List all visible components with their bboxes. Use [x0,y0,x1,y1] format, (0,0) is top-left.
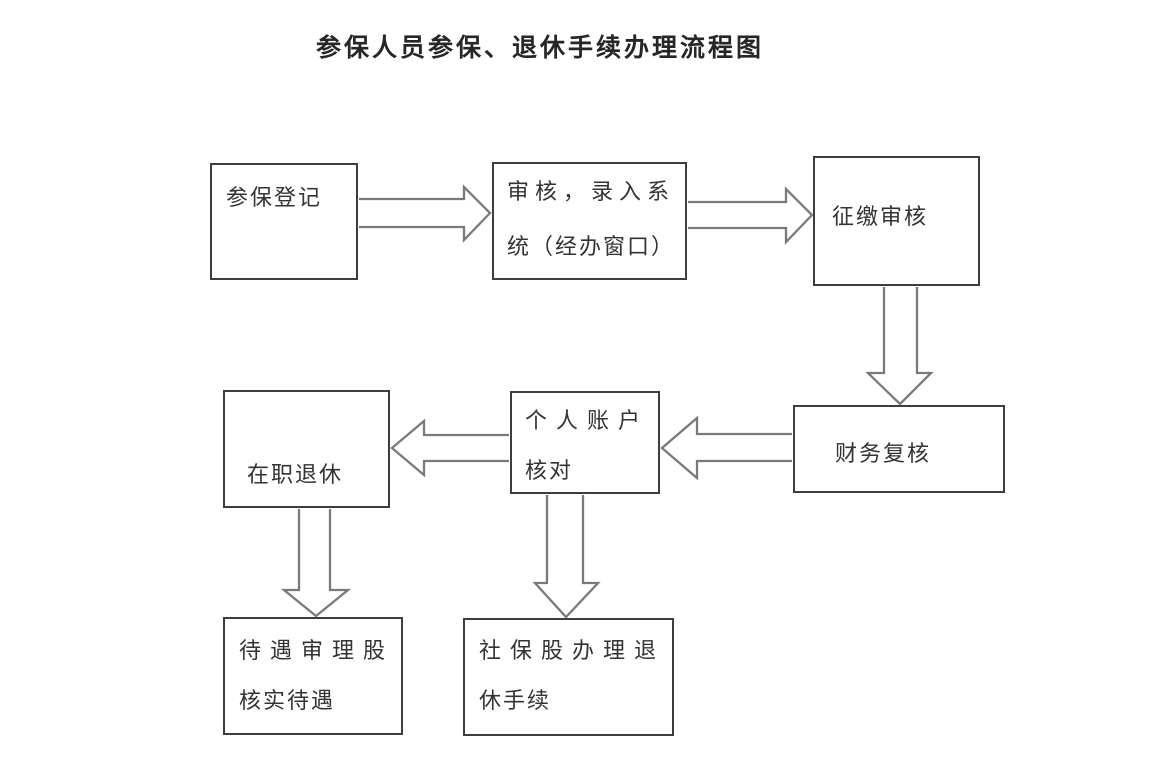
node-benefit-verification: 待遇审理股 核实待遇 [223,617,403,735]
node-finance-recheck-label: 财务复核 [835,441,932,466]
node-review-entry-label-line1: 审核，录入系 [507,179,676,204]
node-collection-audit-label: 征缴审核 [832,204,929,229]
node-review-entry-label-line2: 统（经办窗口） [507,234,676,259]
node-in-service-retirement: 在职退休 [223,390,390,508]
page-title: 参保人员参保、退休手续办理流程图 [316,34,765,62]
node-social-security-retirement-label-line1: 社保股办理退 [479,638,666,663]
arrow-account-to-retire-icon [390,418,509,478]
arrow-review-to-collect-icon [688,186,814,245]
node-personal-account-check-label-line1: 个人账户 [525,408,650,433]
node-in-service-retirement-label: 在职退休 [247,462,344,487]
arrow-account-to-social-icon [532,495,601,619]
node-register: 参保登记 [210,163,358,280]
node-social-security-retirement-label-line2: 休手续 [479,688,552,713]
arrow-register-to-review-icon [359,184,492,243]
node-personal-account-check: 个人账户 核对 [510,391,660,494]
node-social-security-retirement: 社保股办理退 休手续 [463,618,674,736]
arrow-finance-to-account-icon [660,415,792,481]
node-personal-account-check-label-line2: 核对 [525,458,574,483]
arrow-collect-to-finance-icon [865,287,934,406]
node-collection-audit: 征缴审核 [813,156,980,286]
arrow-retire-to-benefit-icon [280,509,352,618]
node-benefit-verification-label-line1: 待遇审理股 [239,638,395,663]
node-benefit-verification-label-line2: 核实待遇 [239,688,336,713]
node-register-label: 参保登记 [226,185,323,210]
node-finance-recheck: 财务复核 [793,405,1005,493]
node-review-entry: 审核，录入系 统（经办窗口） [492,162,687,280]
